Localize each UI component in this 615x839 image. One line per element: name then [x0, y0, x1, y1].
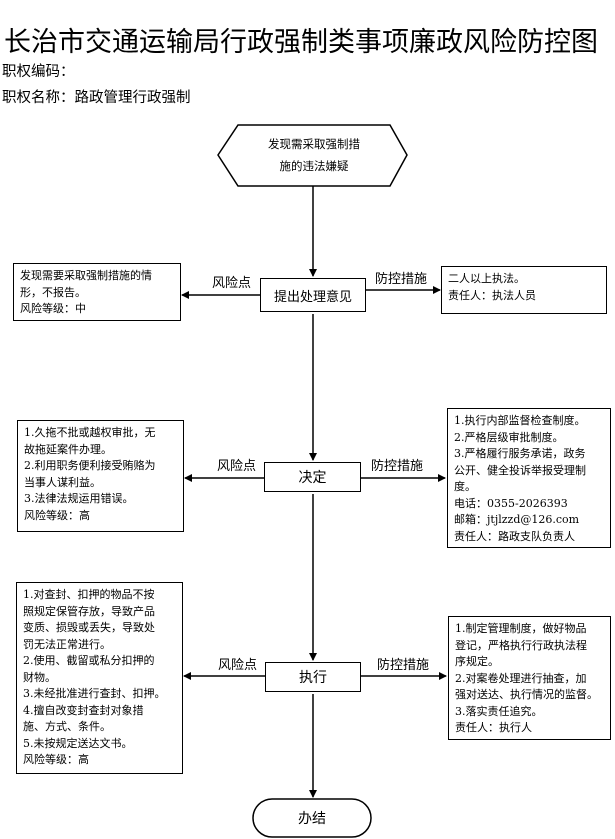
control-box-step2: 1.执行内部监督检查制度。 2.严格层级审批制度。 3.严格履行服务承诺，政务 … — [447, 408, 611, 548]
risk-line: 发现需要采取强制措施的情 — [20, 269, 152, 282]
control-line: 度。 — [454, 480, 476, 493]
risk-line: 施、方式、条件。 — [23, 720, 111, 733]
risk-line: 风险等级：中 — [20, 302, 86, 315]
risk-line: 形，不报告。 — [20, 285, 86, 299]
start-hexagon — [217, 124, 408, 187]
control-box-step1: 二人以上执法。 责任人：执法人员 — [441, 266, 607, 314]
risk-line: 5.未按规定送达文书。 — [23, 736, 133, 750]
risk-line: 2.利用职务便利接受贿赂为 — [24, 459, 156, 472]
control-line: 责任人：执行人 — [455, 721, 532, 734]
risk-box-step1: 发现需要采取强制措施的情 形，不报告。 风险等级：中 — [13, 263, 181, 321]
risk-box-step3: 1.对查封、扣押的物品不按 照规定保管存放，导致产品 变质、损毁或丢失，导致处 … — [16, 582, 183, 774]
control-line: 二人以上执法。 — [448, 272, 525, 285]
control-measure-label: 防控措施 — [377, 658, 430, 673]
end-terminal — [252, 798, 372, 838]
risk-line: 罚无法正常进行。 — [23, 637, 111, 651]
start-line-2: 施的违法嫌疑 — [279, 159, 349, 173]
risk-line: 1.久拖不批或越权审批，无 — [24, 426, 156, 439]
risk-line: 当事人谋利益。 — [24, 475, 101, 489]
control-line: 2.对案卷处理进行抽查，加 — [455, 671, 587, 685]
risk-line: 1.对查封、扣押的物品不按 — [23, 588, 155, 601]
control-measure-label: 防控措施 — [371, 459, 424, 474]
control-line: 责任人：路政支队负责人 — [454, 529, 575, 543]
risk-line: 4.擅自改变封查封对象措 — [23, 703, 144, 717]
risk-box-step2: 1.久拖不批或越权审批，无 故拖延案件办理。 2.利用职务便利接受贿赂为 当事人… — [17, 420, 184, 532]
control-measure-label: 防控措施 — [375, 272, 428, 287]
control-line: 电话：0355-2026393 — [454, 496, 568, 510]
risk-line: 3.未经批准进行查封、扣押。 — [23, 687, 166, 700]
start-node: 发现需采取强制措 施的违法嫌疑 — [238, 133, 390, 177]
risk-line: 3.法律法规运用错误。 — [24, 492, 134, 505]
risk-line: 风险等级：高 — [24, 508, 90, 522]
control-line: 公开、健全投诉举报受理制 — [454, 463, 586, 477]
risk-line: 变质、损毁或丢失，导致处 — [23, 621, 155, 634]
risk-line: 财物。 — [23, 670, 56, 684]
risk-point-label: 风险点 — [217, 459, 257, 474]
end-label: 办结 — [298, 811, 326, 827]
risk-point-label: 风险点 — [218, 658, 258, 673]
code-label: 职权编码： — [2, 64, 75, 80]
control-line: 2.严格层级审批制度。 — [454, 430, 564, 444]
name-label: 职权名称：路政管理行政强制 — [2, 90, 191, 106]
control-line: 1.执行内部监督检查制度。 — [454, 414, 586, 427]
step-decision: 决定 — [264, 462, 361, 492]
step-label: 决定 — [298, 470, 327, 486]
control-line: 序规定。 — [455, 655, 499, 668]
control-line: 3.严格履行服务承诺，政务 — [454, 447, 586, 460]
risk-line: 2.使用、截留或私分扣押的 — [23, 654, 155, 667]
step-label: 执行 — [299, 670, 327, 686]
control-line: 1.制定管理制度，做好物品 — [455, 622, 587, 635]
control-line: 登记，严格执行行政执法程 — [455, 638, 587, 652]
step-propose-opinion: 提出处理意见 — [260, 278, 366, 312]
start-line-1: 发现需采取强制措 — [268, 137, 360, 151]
page-title: 长治市交通运输局行政强制类事项廉政风险防控图 — [4, 27, 598, 58]
control-line: 强对送达、执行情况的监督。 — [455, 688, 598, 701]
control-box-step3: 1.制定管理制度，做好物品 登记，严格执行行政执法程 序规定。 2.对案卷处理进… — [448, 616, 611, 740]
control-line: 邮箱：jtjlzzd@126.com — [454, 513, 580, 526]
risk-point-label: 风险点 — [212, 276, 252, 291]
risk-line: 照规定保管存放，导致产品 — [23, 604, 155, 618]
step-execute: 执行 — [265, 662, 361, 692]
control-line: 责任人：执法人员 — [448, 288, 536, 302]
risk-line: 故拖延案件办理。 — [24, 442, 112, 456]
step-label: 提出处理意见 — [273, 289, 352, 305]
risk-line: 风险等级：高 — [23, 753, 89, 766]
control-line: 3.落实责任追究。 — [455, 704, 543, 718]
